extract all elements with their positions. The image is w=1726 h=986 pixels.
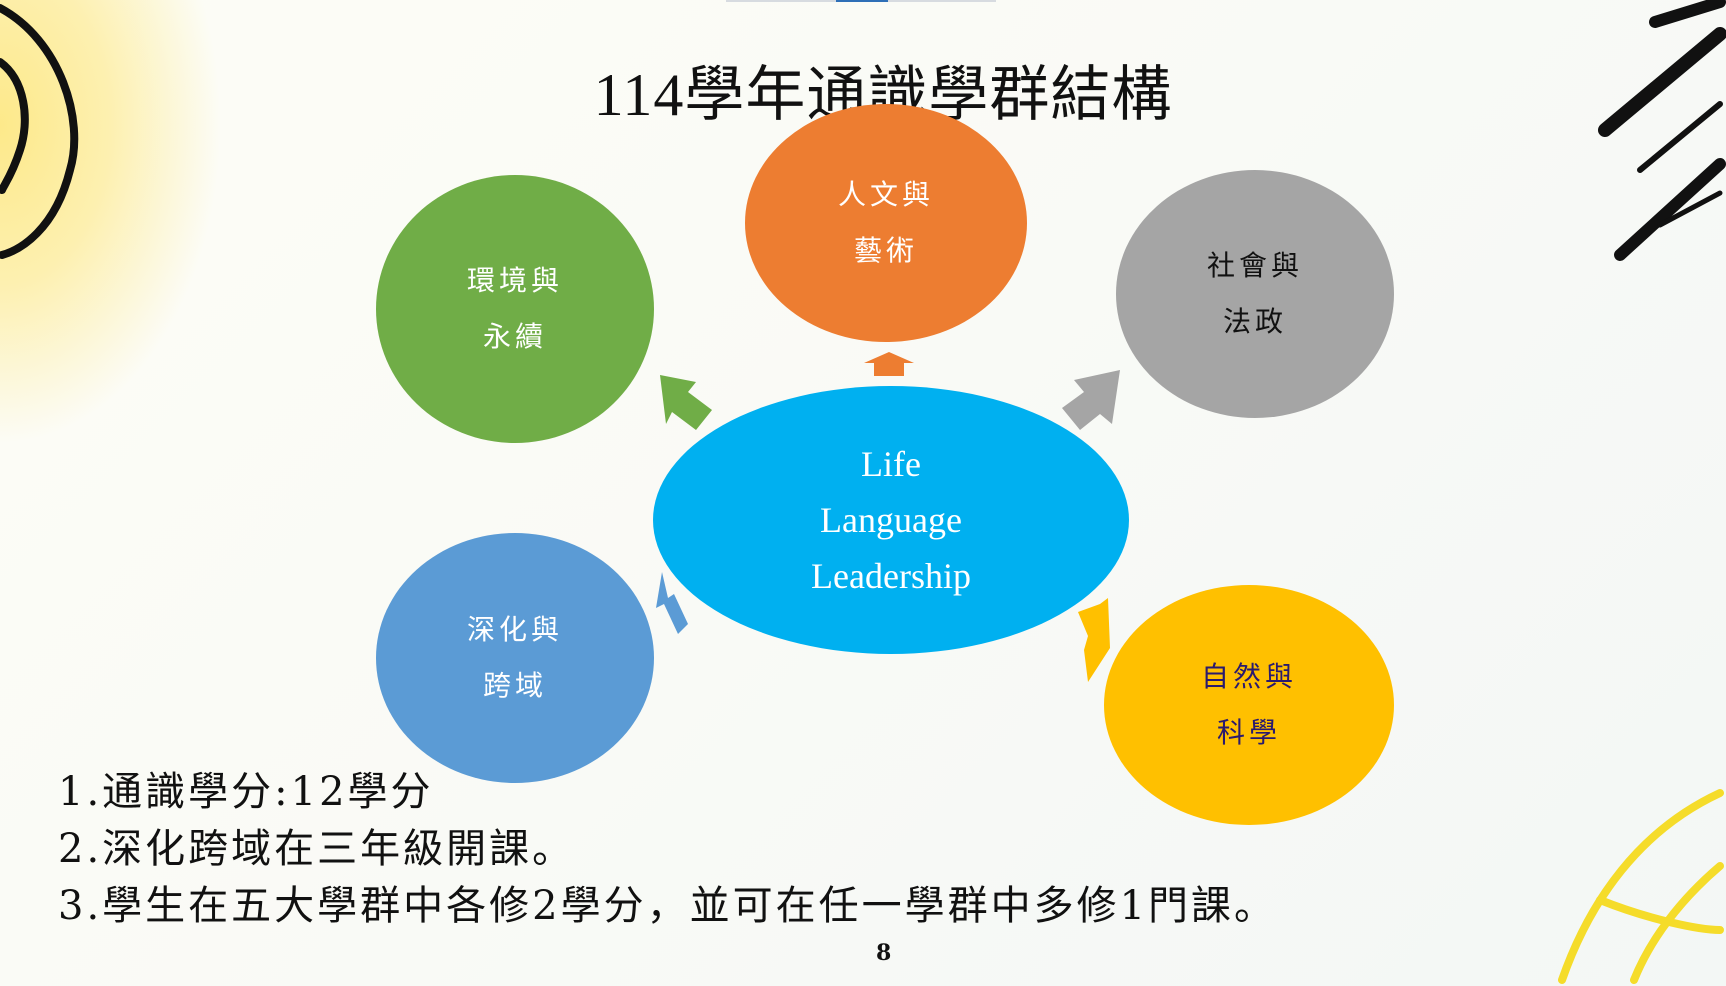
group-label: 科學: [1216, 716, 1281, 749]
note-item: 3.學生在五大學群中各修2學分，並可在任一學群中多修1門課。: [58, 883, 1278, 929]
group-label: 法政: [1222, 305, 1287, 338]
group-humanities: 人文與 藝術: [745, 104, 1027, 342]
group-label: 藝術: [853, 234, 918, 267]
arrow-up-left-icon: [660, 375, 712, 430]
group-label: 深化與: [466, 613, 563, 646]
group-society: 社會與 法政: [1116, 170, 1394, 418]
center-label: Leadership: [811, 556, 971, 596]
group-label: 跨域: [482, 669, 547, 702]
arrow-up-left-icon: [656, 572, 688, 634]
center-node: Life Language Leadership: [653, 386, 1129, 654]
center-label: Language: [820, 500, 962, 540]
yellow-glow-decoration: [0, 0, 260, 500]
brush-strokes-decoration: [1598, 0, 1726, 261]
arrow-up-right-icon: [1062, 370, 1120, 430]
group-label: 人文與: [837, 178, 934, 211]
arrow-up-icon: [864, 352, 914, 376]
center-label: Life: [861, 444, 921, 484]
note-item: 1.通識學分:12學分: [58, 769, 434, 815]
group-environment: 環境與 永續: [376, 175, 654, 443]
arrow-down-right-icon: [1078, 598, 1110, 682]
notes-list: 1.通識學分:12學分 2.深化跨域在三年級開課。 3.學生在五大學群中各修2學…: [58, 764, 1277, 935]
group-label: 永續: [482, 320, 547, 353]
group-label: 環境與: [466, 264, 563, 297]
slide-progress-bar: [726, 0, 996, 2]
group-science: 自然與 科學: [1104, 585, 1394, 825]
group-label: 社會與: [1206, 249, 1303, 282]
group-interdisciplinary: 深化與 跨域: [376, 533, 654, 783]
spiral-decoration: [0, 4, 79, 259]
page-number: 8: [876, 940, 892, 966]
note-item: 2.深化跨域在三年級開課。: [58, 826, 576, 872]
yellow-strokes-decoration: [1558, 789, 1724, 984]
group-label: 自然與: [1200, 660, 1297, 693]
